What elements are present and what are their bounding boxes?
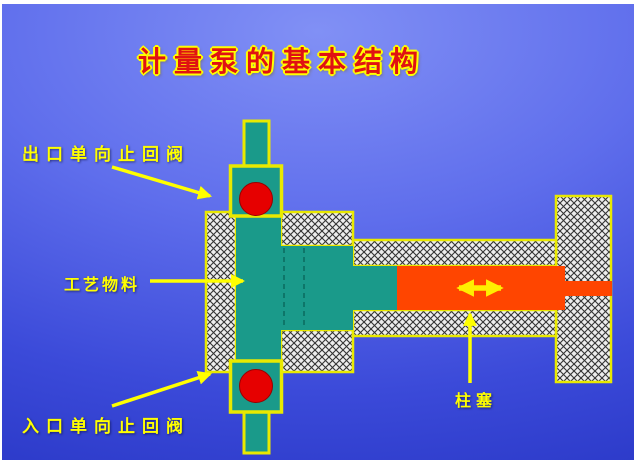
cylinder-bottom-wall	[351, 308, 558, 338]
inlet-valve-callout-arrow	[111, 371, 212, 408]
inlet-valve-label: 入口单向止回阀	[22, 417, 190, 436]
outlet-pipe	[242, 119, 271, 171]
cylinder-top-wall	[351, 238, 558, 268]
chamber-middle	[281, 246, 353, 330]
plunger-label: 柱塞	[455, 393, 498, 410]
inlet-check-valve-ball	[239, 369, 273, 403]
inlet-pipe	[242, 409, 271, 455]
chamber-channel	[353, 266, 401, 310]
pump-body-top-block	[279, 210, 355, 248]
outlet-valve-callout-arrow	[111, 165, 213, 200]
plunger-tail-rod	[565, 281, 612, 296]
outlet-check-valve-ball	[239, 182, 273, 216]
process-material-label: 工艺物料	[64, 277, 141, 294]
page-title: 计量泵的基本结构	[138, 46, 427, 77]
pump-body-left-wall	[204, 210, 238, 374]
pump-body-bottom-block	[279, 328, 355, 374]
chamber-main	[236, 216, 281, 362]
outlet-valve-label: 出口单向止回阀	[22, 145, 190, 164]
